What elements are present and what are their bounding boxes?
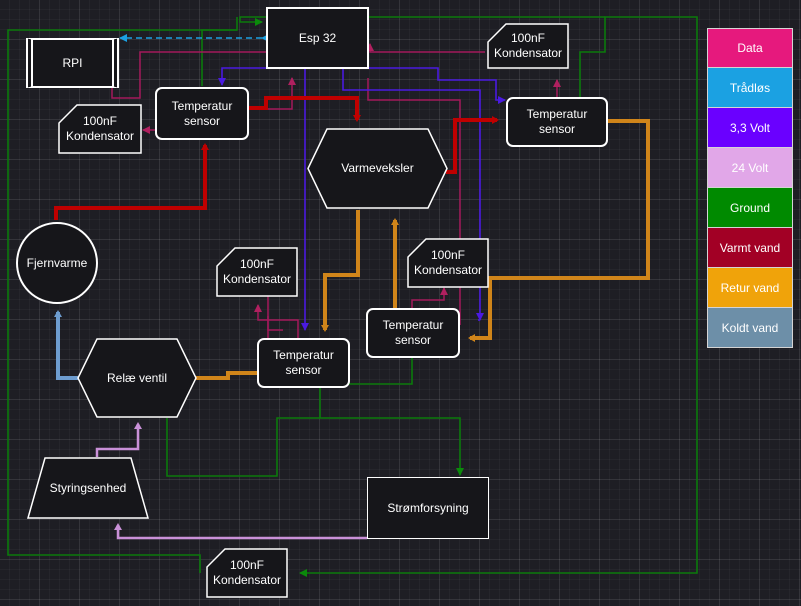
hot-water-lines — [54, 96, 499, 220]
relay-valve[interactable]: Relæ ventil — [77, 338, 197, 418]
legend-3v3: 3,3 Volt — [707, 108, 793, 148]
legend-hot-water: Varmt vand — [707, 228, 793, 268]
district-heating[interactable]: Fjernvarme — [16, 222, 98, 304]
hexagon-shape — [307, 128, 448, 209]
rpi-label: RPI — [62, 55, 83, 70]
temp-sensor-label: Temperatur sensor — [526, 107, 588, 136]
capacitor-shape — [216, 247, 298, 297]
legend: Data Trådløs 3,3 Volt 24 Volt Ground Var… — [707, 28, 793, 348]
relay-valve-label: Relæ ventil — [106, 370, 168, 385]
temp-sensor-label: Temperatur sensor — [273, 348, 334, 377]
legend-data: Data — [707, 28, 793, 68]
temp-sensor-top-right[interactable]: Temperatur sensor — [506, 97, 608, 147]
heat-exchanger-label: Varmeveksler — [341, 161, 414, 175]
power-supply-label: Strømforsyning — [387, 500, 469, 515]
capacitor-label: 100nF Kondensator — [413, 248, 483, 277]
temp-sensor-middle[interactable]: Temperatur sensor — [366, 308, 460, 358]
temp-sensor-label: Temperatur sensor — [171, 98, 233, 128]
rpi-box[interactable]: RPI — [26, 38, 119, 88]
capacitor-top-right[interactable]: 100nF Kondensator — [487, 23, 569, 69]
esp32-box[interactable]: Esp 32 — [266, 7, 369, 69]
capacitor-shape — [407, 238, 489, 288]
legend-return-water: Retur vand — [707, 268, 793, 308]
district-heating-label: Fjernvarme — [26, 255, 88, 270]
capacitor-shape — [206, 548, 288, 598]
temp-sensor-label: Temperatur sensor — [382, 318, 444, 347]
legend-24v: 24 Volt — [707, 148, 793, 188]
return-water-lines — [184, 119, 650, 382]
heat-exchanger[interactable]: Varmeveksler — [307, 128, 448, 209]
capacitor-top-left[interactable]: 100nF Kondensator — [58, 104, 142, 154]
capacitor-center-left[interactable]: 100nF Kondensator — [216, 247, 298, 297]
esp32-label: Esp 32 — [298, 30, 337, 45]
cold-water-line — [54, 310, 78, 380]
capacitor-label: 100nF Kondensator — [212, 558, 282, 587]
temp-sensor-top-left[interactable]: Temperatur sensor — [155, 87, 249, 140]
capacitor-label: 100nF Kondensator — [222, 257, 292, 286]
trapezoid-shape — [27, 457, 149, 519]
capacitor-center-right[interactable]: 100nF Kondensator — [407, 238, 489, 288]
capacitor-label: 100nF Kondensator — [493, 31, 563, 60]
v24-lines — [95, 422, 367, 540]
capacitor-bottom[interactable]: 100nF Kondensator — [206, 548, 288, 598]
control-unit[interactable]: Styringsenhed — [27, 457, 149, 519]
relay-valve-shape — [77, 338, 197, 418]
legend-cold-water: Koldt vand — [707, 308, 793, 348]
power-supply[interactable]: Strømforsyning — [367, 477, 489, 539]
capacitor-shape — [58, 104, 142, 154]
capacitor-label: 100nF Kondensator — [65, 114, 135, 143]
legend-wireless: Trådløs — [707, 68, 793, 108]
legend-ground: Ground — [707, 188, 793, 228]
temp-sensor-bottom[interactable]: Temperatur sensor — [257, 338, 350, 388]
capacitor-shape — [487, 23, 569, 69]
control-unit-label: Styringsenhed — [49, 480, 127, 495]
